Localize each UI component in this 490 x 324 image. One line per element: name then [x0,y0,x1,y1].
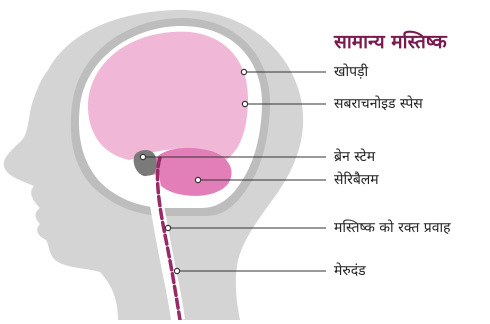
label-spine: मेरुदंड [334,261,366,280]
label-brainstem: ब्रेन स्टेम [334,147,375,166]
label-skull: खोपड़ी [334,62,368,81]
diagram-title: सामान्य मस्तिष्क [334,28,447,54]
label-blood-flow: मस्तिष्क को रक्त प्रवाह [334,218,451,237]
label-cerebellum: सेरिबैलम [334,170,379,189]
label-subarachnoid: सबराचनोइड स्पेस [334,94,423,113]
